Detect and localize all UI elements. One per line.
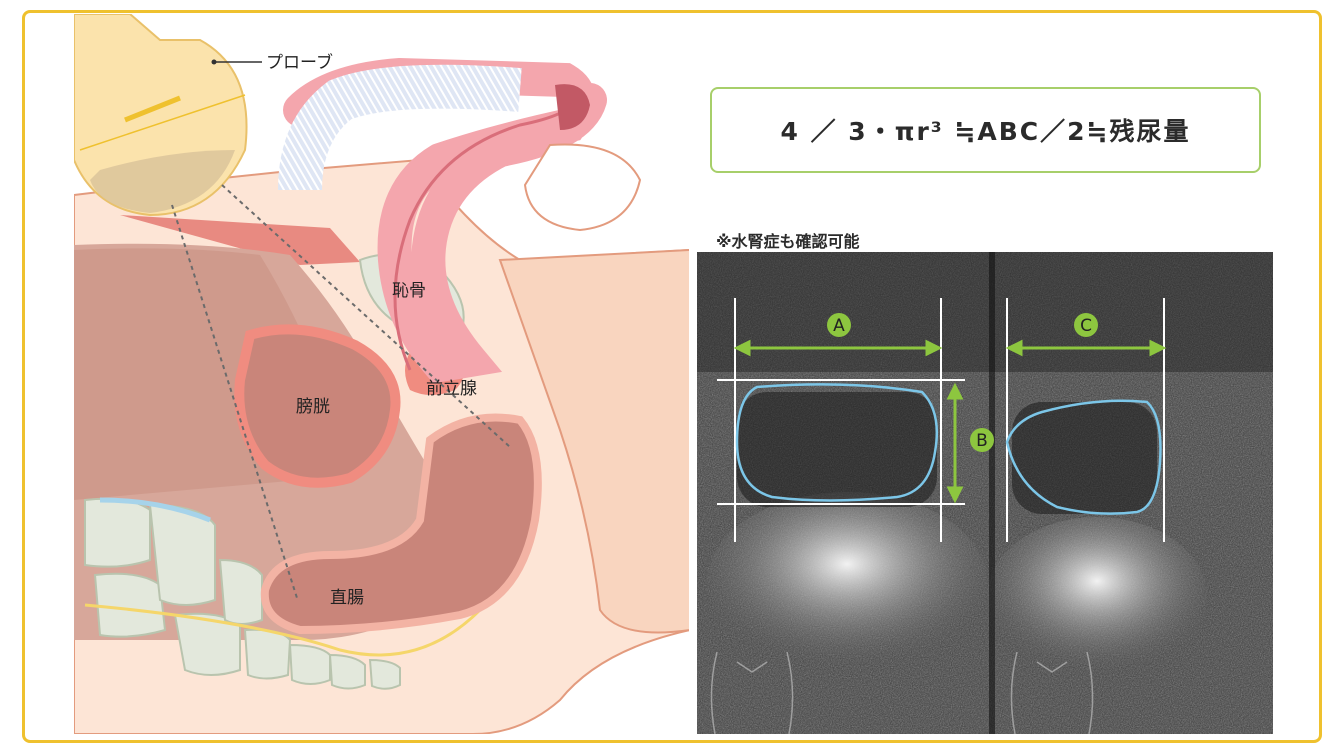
probe-device: [74, 14, 247, 215]
label-rectum: 直腸: [330, 588, 364, 608]
hydronephrosis-note: ※水腎症も確認可能: [716, 228, 860, 252]
pelvis-illustration: プローブ 恥骨 膀胱 前立腺 直腸: [0, 0, 690, 750]
marker-b: B: [970, 428, 994, 452]
label-pubic-bone: 恥骨: [392, 281, 426, 301]
scrotum: [525, 144, 640, 230]
formula-box: 4 ／ 3・πr³ ≒ABC／2≒残尿量: [710, 87, 1261, 173]
marker-a: A: [827, 313, 851, 337]
ultrasound-image: A B C: [697, 252, 1273, 734]
svg-text:B: B: [976, 431, 988, 451]
residual-urine-formula: 4 ／ 3・πr³ ≒ABC／2≒残尿量: [781, 112, 1191, 148]
label-bladder: 膀胱: [296, 397, 330, 417]
label-prostate: 前立腺: [426, 379, 477, 399]
svg-text:C: C: [1080, 316, 1092, 336]
marker-c: C: [1074, 313, 1098, 337]
svg-text:A: A: [833, 316, 845, 336]
label-probe: プローブ: [266, 52, 333, 73]
